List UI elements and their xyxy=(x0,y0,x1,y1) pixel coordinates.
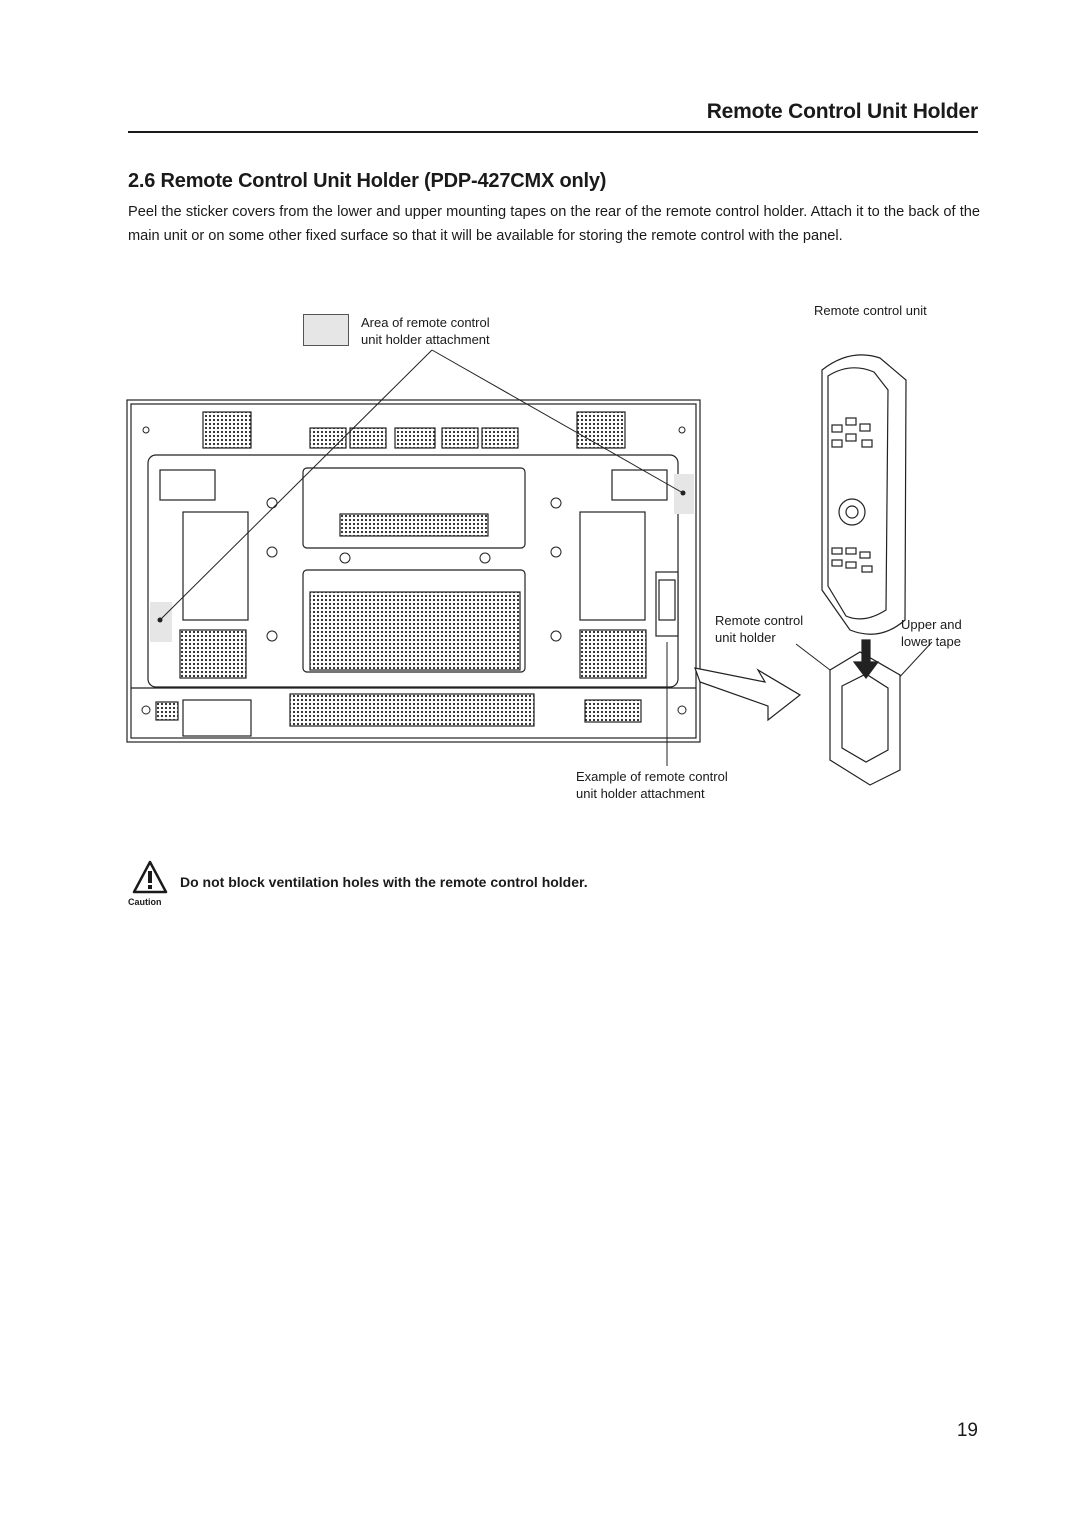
tape-label: Upper and lower tape xyxy=(901,617,962,649)
holder-closeup-drawing xyxy=(829,639,901,786)
mounting-screws xyxy=(141,426,687,715)
remote-control-drawing xyxy=(821,354,907,635)
section-heading: 2.6 Remote Control Unit Holder (PDP-427C… xyxy=(128,170,607,192)
legend-label: Area of remote control unit holder attac… xyxy=(361,315,490,347)
remote-unit-label: Remote control unit xyxy=(814,303,927,318)
attachment-area-legend-swatch xyxy=(303,314,349,346)
installation-figure: Area of remote control unit holder attac… xyxy=(0,290,1080,820)
holder-label: Remote control unit holder xyxy=(715,613,804,645)
direction-arrow xyxy=(694,667,802,722)
panel-rear-view xyxy=(126,399,701,743)
panel-rear-diagram xyxy=(126,349,933,786)
header-rule xyxy=(128,131,978,133)
caution-text: Do not block ventilation holes with the … xyxy=(180,874,588,890)
section-body-paragraph: Peel the sticker covers from the lower a… xyxy=(128,204,980,244)
caution-notice: Do not block ventilation holes with the … xyxy=(128,860,928,920)
leader-lines xyxy=(159,349,933,766)
example-label: Example of remote control unit holder at… xyxy=(576,769,728,801)
caution-word: Caution xyxy=(128,897,162,907)
page-number: 19 xyxy=(956,1420,978,1441)
running-header-title: Remote Control Unit Holder xyxy=(706,100,978,123)
warning-triangle-icon xyxy=(132,860,168,894)
